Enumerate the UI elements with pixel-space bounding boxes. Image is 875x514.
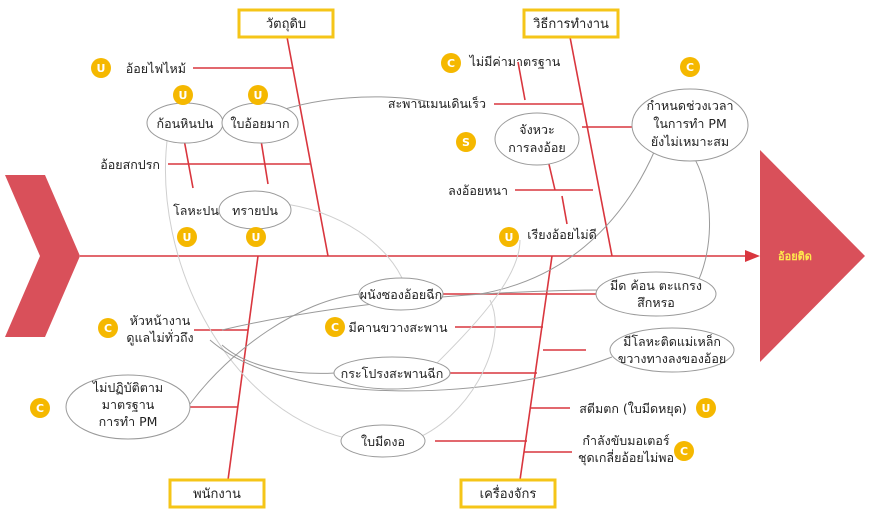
category-machine-label: เครื่องจักร [480,485,537,502]
cause-w4-line1: กำหนดช่วงเวลา [646,98,733,113]
badge-u-k7: U [696,398,716,418]
category-method-box [522,8,620,39]
cause-k1: ผนังซองอ้อยฉีก [360,287,443,302]
cause-w4-line3: ยังไม่เหมาะสม [651,134,729,149]
badge-u-m6: U [246,227,266,247]
bone-machine [519,255,553,481]
category-method-label: วิธีการทำงาน [532,16,609,32]
svg-text:C: C [447,57,455,70]
link-m2-k4 [164,132,361,442]
link-p1-k3 [221,344,336,374]
svg-text:U: U [505,231,514,244]
cause-k7: สตีมตก (ใบมีดหยุด) [579,401,686,417]
cause-k5-line2: สึกหรอ [637,295,675,310]
cause-p2-line3: การทำ PM [99,414,158,429]
cause-k2: มีคานขวางสะพาน [349,320,448,335]
badge-c-k2: C [325,317,345,337]
rib-w1 [517,61,526,101]
cause-k6-line2: ขวางทางลงของอ้อย [618,351,726,366]
category-material-label: วัตถุดิบ [266,17,306,32]
cause-k3: กระโปรงสะพานฉีก [341,366,444,381]
category-man-box [168,478,266,509]
badge-u-m2: U [173,85,193,105]
badge-u-m5: U [177,227,197,247]
cause-m1: อ้อยไฟไหม้ [126,61,186,76]
svg-text:C: C [331,321,339,334]
category-machine-box [459,478,557,509]
badge-c-p1: C [98,318,118,338]
fish-head [760,150,865,362]
badge-u-m1: U [91,58,111,78]
svg-text:C: C [104,322,112,335]
badge-c-w1: C [441,53,461,73]
link-w2-m3 [269,96,431,115]
svg-text:U: U [252,231,261,244]
cause-k6-line1: มีโลหะติดแม่เหล็ก [623,334,721,349]
cause-k8-line1: กำลังขับมอเตอร์ [582,433,669,448]
rib-w3 [547,159,556,191]
spine-arrowhead [745,250,760,262]
cause-m4: อ้อยสกปรก [100,157,160,172]
bubble-k1 [358,277,444,311]
svg-text:U: U [702,402,711,415]
svg-text:C: C [36,402,44,415]
cause-k5-line1: มีด ค้อน ตะแกรง [610,278,702,293]
bubble-p2 [65,374,191,440]
link-w4-k5 [689,149,711,286]
link-k4-w2 [409,299,496,442]
svg-text:U: U [254,89,263,102]
badge-c-p2: C [30,398,50,418]
cause-p1-line1: หัวหน้างาน [130,313,191,328]
badge-s-w3: S [456,132,476,152]
bubble-k3 [333,356,451,390]
cause-w5: ลงอ้อยหนา [448,183,508,198]
cause-p2-line2: มาตรฐาน [102,397,155,412]
cause-m3: ใบอ้อยมาก [230,116,289,131]
fish-tail [5,175,80,337]
cause-p2-line1: ไม่ปฏิบัติตาม [92,380,163,395]
cause-m2: ก้อนหินปน [157,116,214,131]
cause-m6: ทรายปน [232,203,278,218]
bone-method [569,36,613,257]
badge-u-w6: U [499,227,519,247]
link-p1-k6 [209,339,613,392]
effect-label: อ้อยติด [778,250,812,263]
cause-w6: เรียงอ้อยไม่ดี [527,227,596,242]
badge-u-m3: U [248,85,268,105]
svg-text:C: C [686,61,694,74]
svg-text:U: U [183,231,192,244]
category-material-box [237,8,335,39]
cause-w3-line2: การลงอ้อย [508,140,565,155]
cause-p1-line2: ดูแลไม่ทั่วถึง [126,329,193,346]
bubble-w3 [494,112,580,166]
svg-text:U: U [179,89,188,102]
badge-c-k8: C [674,441,694,461]
link-w4-k1 [479,149,656,295]
bubble-w4 [631,88,749,162]
cause-m5: โลหะปน [173,203,219,218]
bubble-k6 [609,327,735,373]
badge-c-w4: C [680,57,700,77]
bone-material [286,36,329,257]
bone-man [227,255,259,481]
cause-k8-line2: ชุดเกลี่ยอ้อยไม่พอ [578,449,674,466]
rib-w6 [561,195,568,225]
bubble-k5 [595,271,717,317]
link-m6-k1 [277,202,406,286]
category-man-label: พนักงาน [193,487,241,502]
cause-w1: ไม่มีค่ามาตรฐาน [469,54,561,69]
svg-text:U: U [97,62,106,75]
svg-text:C: C [680,445,688,458]
cause-k4: ใบมีดงอ [361,434,405,449]
cause-w2: สะพานเมนเดินเร็ว [388,96,486,111]
bubble-k4 [340,424,426,458]
cause-w3-line1: จังหวะ [519,122,554,137]
svg-text:S: S [462,136,470,149]
link-p2-k1 [189,293,361,405]
link-k3-w4 [429,239,521,371]
cause-w4-line2: ในการทำ PM [653,116,727,131]
